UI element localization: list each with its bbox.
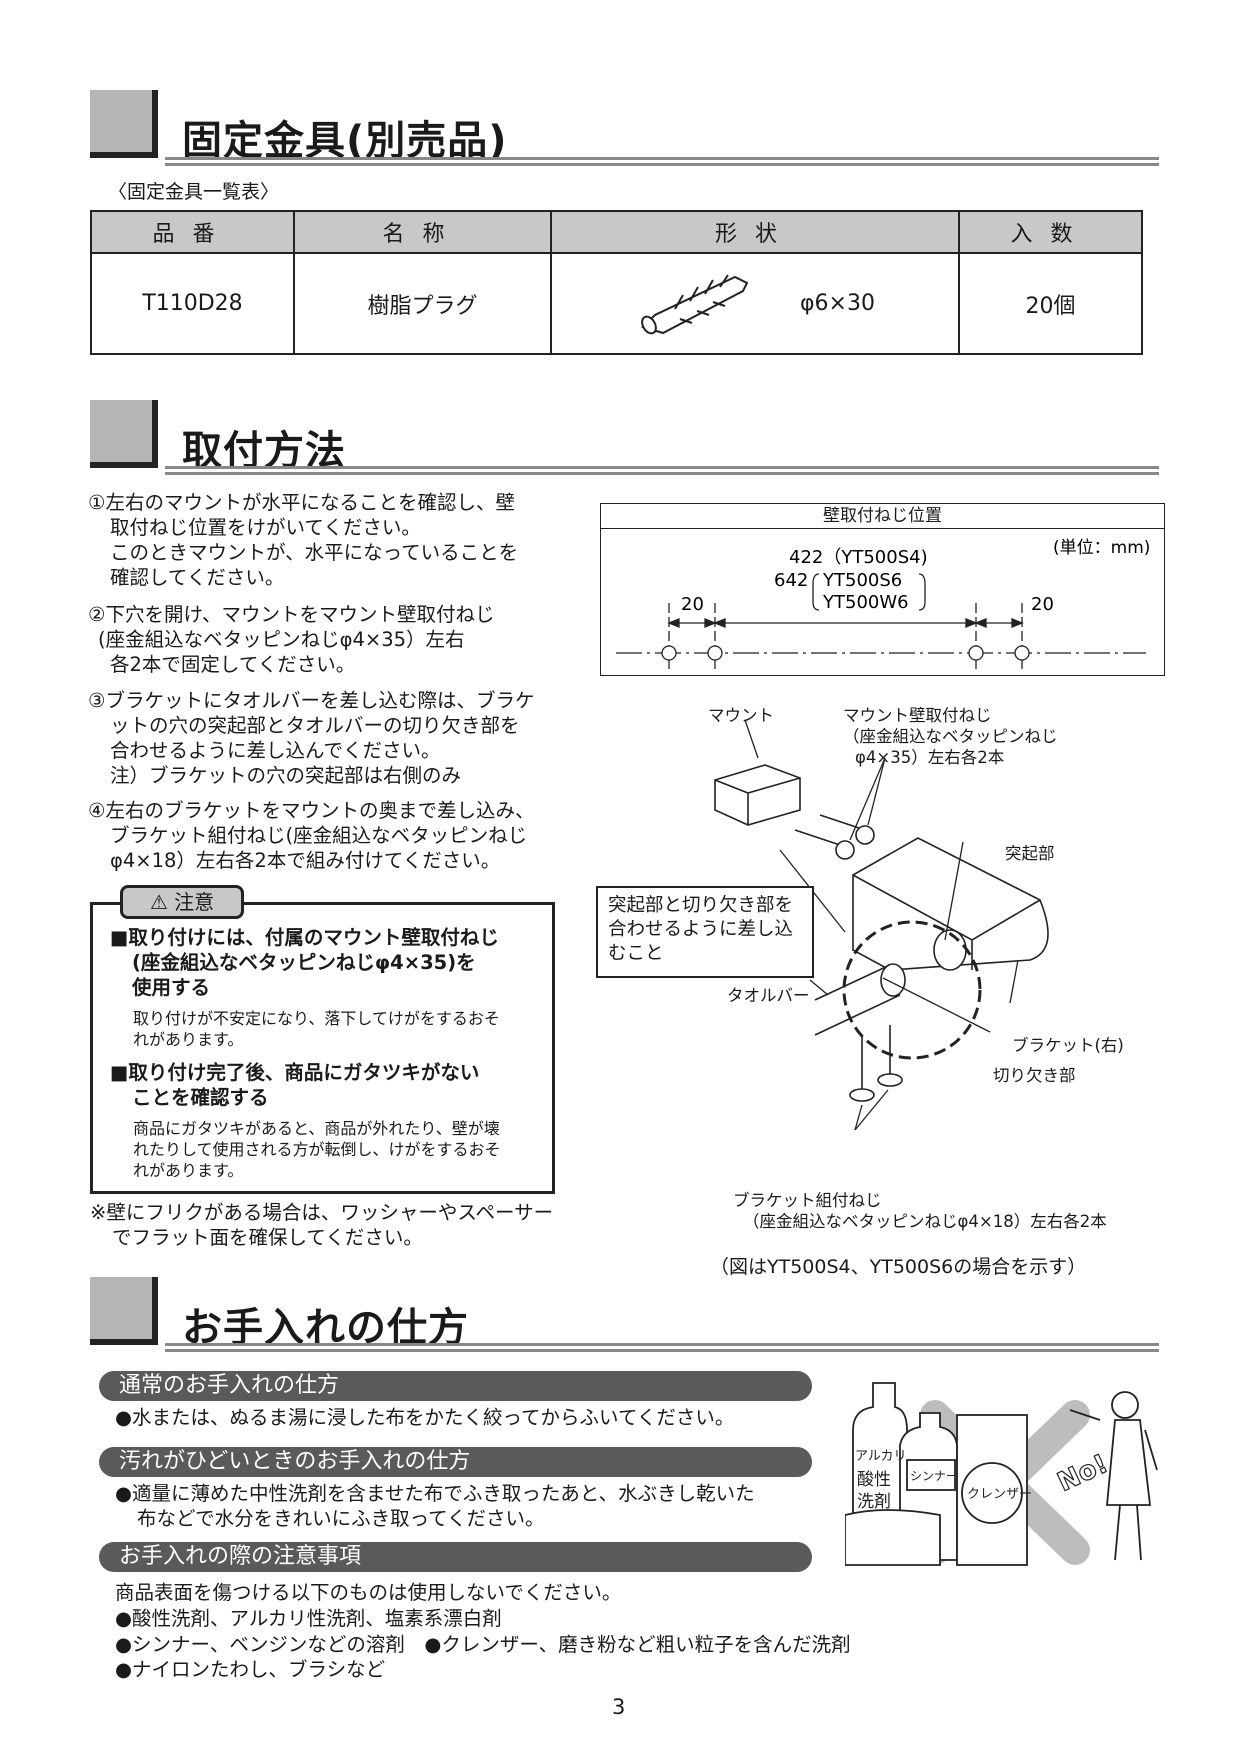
- step-4: ④左右のブラケットをマウントの奥まで差し込み、ブラケット組付ねじ(座金組込なベタ…: [88, 799, 535, 872]
- bottle-label: 酸性: [857, 1470, 891, 1490]
- care-heavy-heading: 汚れがひどいときのお手入れの仕方: [99, 1447, 812, 1477]
- label-protrusion: 突起部: [1005, 844, 1055, 863]
- fixture-table: 品番 名称 形状 入数 T110D28 樹脂プラグ φ6×30 20個: [90, 210, 1143, 355]
- care-heavy-text: ●適量に薄めた中性洗剤を含ませた布でふき取ったあと、水ぶきし乾いた布などで水分を…: [115, 1482, 755, 1530]
- assembly-illustration: [714, 719, 1049, 1131]
- prohibited-cleaners-illustration: アルカリ 酸性 洗剤 シンナー クレンザー No!: [845, 1382, 1158, 1566]
- care-caution-item: ●シンナー、ベンジンなどの溶剤 ●クレンザー、磨き粉など粗い粒子を含んだ洗剤: [115, 1633, 851, 1656]
- col-header-part-no: 品番: [90, 210, 295, 254]
- cell-qty: 20個: [958, 252, 1143, 355]
- section-title-fixtures: 固定金具(別売品): [182, 118, 508, 164]
- unit-label: (単位：mm): [1053, 538, 1150, 558]
- label-notch: 切り欠き部: [993, 1066, 1076, 1085]
- caution-label: ⚠ 注意: [120, 885, 244, 919]
- care-cautions-heading: お手入れの際の注意事項: [99, 1542, 812, 1572]
- care-caution-item: ●ナイロンたわし、ブラシなど: [115, 1658, 386, 1681]
- section-marker: [90, 90, 158, 158]
- care-normal-text: ●水または、ぬるま湯に浸した布をかたく絞ってからふいてください。: [115, 1406, 735, 1429]
- label-bracket-screw: ブラケット組付ねじ（座金組込なベタッピンねじφ4×18）左右各2本: [733, 1191, 1107, 1231]
- col-header-name: 名称: [293, 210, 552, 254]
- cell-name: 樹脂プラグ: [293, 252, 552, 355]
- model-s6: YT500S6: [822, 570, 902, 591]
- caution-item-1: ■取り付けには、付属のマウント壁取付ねじ(座金組込なベタッピンねじφ4×35)を…: [110, 926, 499, 999]
- section-marker: [90, 400, 158, 468]
- cell-shape: φ6×30: [550, 252, 960, 355]
- brush-icon: [845, 1509, 941, 1566]
- screw-hole-icons: [661, 645, 1030, 661]
- section-rule: [165, 157, 1159, 166]
- section-marker: [90, 1277, 158, 1345]
- caution-detail-2: 商品にガタツキがあると、商品が外れたり、壁が壊れたりして使用される方が転倒し、け…: [133, 1119, 501, 1180]
- person-icon: [1111, 1391, 1139, 1419]
- model-w6: YT500W6: [822, 592, 909, 613]
- dim-642: 642: [774, 570, 808, 591]
- thinner-label: シンナー: [910, 1469, 958, 1483]
- table-caption: 〈固定金具一覧表〉: [108, 181, 280, 203]
- label-towel-bar: タオルバー: [727, 986, 810, 1005]
- care-normal-heading: 通常のお手入れの仕方: [99, 1371, 812, 1401]
- bottle-label: 洗剤: [857, 1492, 891, 1512]
- dim-422: 422（YT500S4): [789, 547, 928, 568]
- callout-box: 突起部と切り欠き部を合わせるように差し込むこと: [596, 886, 814, 978]
- table-row: T110D28 樹脂プラグ φ6×30 20個: [90, 252, 1143, 355]
- mount-icon: [714, 764, 801, 826]
- col-header-qty: 入数: [958, 210, 1143, 254]
- shape-size: φ6×30: [800, 290, 875, 316]
- caution-item-2: ■取り付け完了後、商品にガタツキがないことを確認する: [110, 1061, 480, 1109]
- step-2: ②下穴を開け、マウントをマウント壁取付ねじ(座金組込なベタッピンねじφ4×35）…: [88, 603, 495, 676]
- cell-part-no: T110D28: [90, 252, 295, 355]
- care-cautions-intro: 商品表面を傷つける以下のものは使用しないでください。: [115, 1581, 622, 1604]
- resin-plug-icon: [641, 273, 749, 334]
- bottle-icon: [852, 1382, 908, 1536]
- edge-right: 20: [1031, 594, 1054, 615]
- edge-left: 20: [681, 594, 704, 615]
- caution-box: [90, 902, 555, 1194]
- care-caution-item: ●酸性洗剤、アルカリ性洗剤、塩素系漂白剤: [115, 1607, 502, 1630]
- col-header-shape: 形状: [550, 210, 960, 254]
- screw-position-diagram: 壁取付ねじ位置 (単位：mm) 422（YT500S4) 642 YT500S6…: [600, 503, 1165, 676]
- step-3: ③ブラケットにタオルバーを差し込む際は、ブラケットの穴の突起部とタオルバーの切り…: [88, 689, 535, 787]
- label-mount: マウント: [708, 706, 774, 725]
- label-bracket: ブラケット(右): [1012, 1036, 1124, 1055]
- figure-caption: （図はYT500S4、YT500S6の場合を示す）: [710, 1256, 1087, 1278]
- step-1: ①左右のマウントが水平になることを確認し、壁取付ねじ位置をけがいてください。この…: [88, 491, 519, 589]
- section-rule: [165, 466, 1159, 475]
- wall-note: ※壁にフリクがある場合は、ワッシャーやスペーサーでフラット面を確保してください。: [90, 1201, 554, 1249]
- cleanser-label: クレンザー: [967, 1487, 1032, 1502]
- bottle-label: アルカリ: [855, 1449, 906, 1464]
- page-number: 3: [612, 1695, 626, 1719]
- section-rule: [165, 1343, 1159, 1352]
- screw-icons: [794, 814, 903, 1102]
- diagram-title: 壁取付ねじ位置: [601, 504, 1164, 529]
- warning-triangle-icon: ⚠: [149, 890, 168, 914]
- caution-detail-1: 取り付けが不安定になり、落下してけがをするおそれがあります。: [133, 1009, 500, 1049]
- no-shout-label: No!: [1053, 1449, 1112, 1498]
